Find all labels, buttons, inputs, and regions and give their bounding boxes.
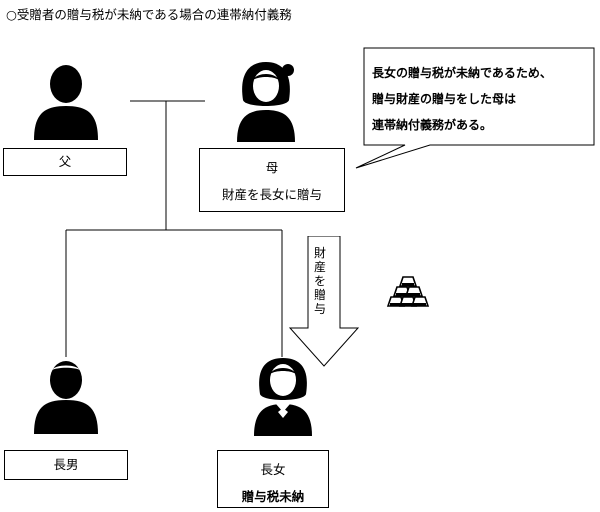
gift-arrow	[288, 236, 360, 367]
mother-box: 母 財産を長女に贈与	[199, 148, 345, 212]
son-box: 長男	[4, 450, 128, 480]
father-label: 父	[58, 154, 72, 169]
son-label: 長男	[53, 457, 79, 472]
daughter-box: 長女 贈与税未納	[217, 450, 329, 508]
diagram-title: ○受贈者の贈与税が未納である場合の連帯納付義務	[6, 7, 292, 22]
daughter-label: 長女	[260, 462, 286, 477]
arrow-label: 財産を贈与	[313, 246, 326, 316]
callout-line-1: 長女の贈与税が未納であるため、	[372, 66, 552, 80]
daughter-note: 贈与税未納	[241, 489, 305, 504]
woman-icon	[237, 62, 295, 142]
man-icon	[34, 361, 98, 434]
callout-line-2: 贈与財産の贈与をした母は	[372, 92, 517, 106]
woman-icon	[254, 358, 312, 436]
father-box: 父	[3, 148, 127, 176]
mother-note: 財産を長女に贈与	[221, 187, 322, 202]
callout-text: 長女の贈与税が未納であるため、 贈与財産の贈与をした母は 連帯納付義務がある。	[372, 60, 592, 138]
callout-line-3: 連帯納付義務がある。	[372, 118, 493, 132]
mother-label: 母	[265, 160, 279, 175]
man-icon	[34, 65, 98, 140]
gold-bars-icon	[386, 276, 429, 307]
